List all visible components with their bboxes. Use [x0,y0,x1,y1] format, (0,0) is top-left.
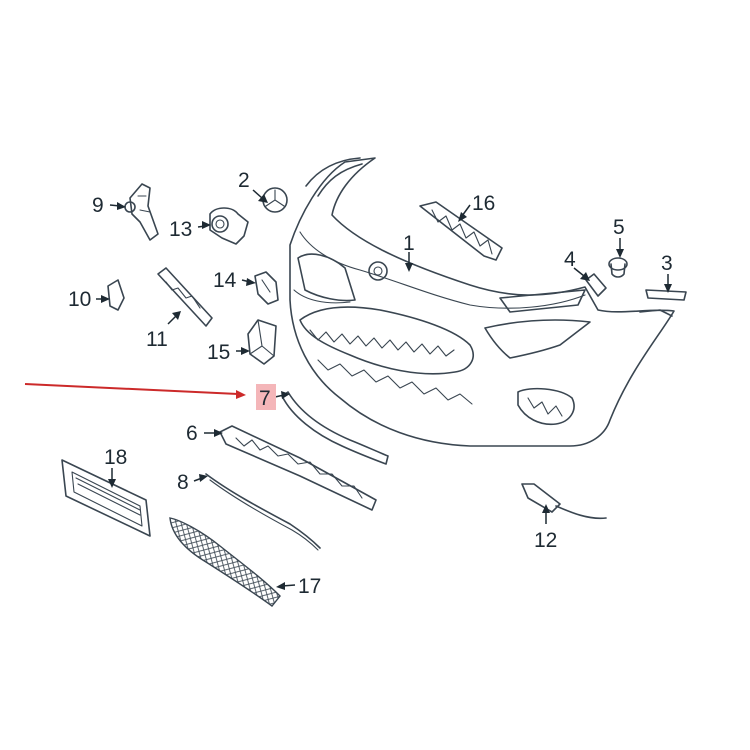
part-11-strip [157,267,213,327]
part-15-bracket [247,319,277,365]
part-7-strip [281,391,389,465]
callout-7-highlight [256,384,276,410]
callout-2: 2 [238,169,250,192]
callout-16: 16 [472,192,495,215]
callout-12: 12 [534,529,557,552]
callout-7: 7 [259,387,271,410]
part-4-piece [585,273,607,297]
leader-lines [96,189,672,590]
callout-1: 1 [403,232,415,255]
part-18-frame [61,459,151,537]
part-13-sensor [209,207,249,245]
part-9-bracket [124,183,159,241]
part-6-insert [219,425,377,511]
part-10-clip [107,279,125,311]
red-pointer-line [24,383,246,399]
part-14-clip [254,271,279,305]
part-16-trim [419,201,503,261]
callout-14: 14 [213,269,237,292]
callout-labels: 1 2 3 4 5 6 7 8 9 10 11 12 13 14 15 16 1… [68,169,673,598]
callout-6: 6 [186,422,198,445]
callout-17: 17 [298,575,321,598]
callout-18: 18 [104,446,127,469]
callout-15: 15 [207,341,230,364]
part-8-moulding [205,473,321,551]
part-3-strip [645,289,687,301]
part-17-mesh [169,517,281,607]
part-2-emblem [262,187,288,213]
callout-13: 13 [169,218,192,241]
part-5-plug [608,257,628,278]
callout-10: 10 [68,288,91,311]
callout-5: 5 [613,216,625,239]
bumper-cover [289,157,675,447]
part-12-trim [521,483,607,520]
callout-3: 3 [661,252,673,275]
callout-4: 4 [564,248,576,271]
callout-11: 11 [146,328,168,351]
callout-8: 8 [177,471,189,494]
callout-9: 9 [92,194,104,217]
